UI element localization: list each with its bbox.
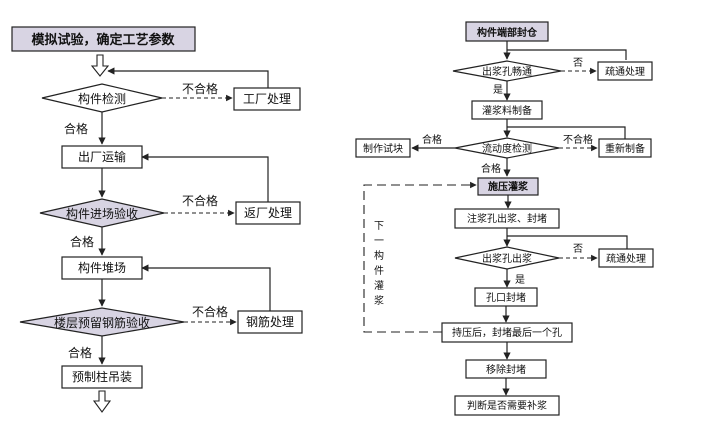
fail-label-2: 不合格 [182,193,218,208]
remove-text: 移除封堵 [486,363,526,376]
fail-label-1: 不合格 [182,81,218,96]
next-component-loop [363,181,477,333]
no-label-d1: 否 [573,57,583,69]
return-handle-text: 返厂处理 [244,206,292,220]
left-flowchart: 模拟试验，确定工艺参数 构件检测 不合格 工厂处理 合格 出厂运输 构件进场验收… [11,26,303,413]
loop-d3 [507,235,628,251]
yes-label-d3: 是 [515,274,525,286]
transport-text: 出厂运输 [78,149,126,164]
rebar-handle-box [237,310,303,334]
unblock2-text: 疏通处理 [606,252,646,265]
hollow-down-arrow-bottom-icon [92,390,112,413]
decision-check2-text: 构件进场验收 [66,206,138,221]
redo-text: 重新制备 [605,142,645,155]
redo-box [598,138,652,158]
next-char-1: 下 [374,221,384,232]
right-flowchart: 构件端部封仓 出浆孔畅通 否 疏通处理 是 灌浆料制备 流动度检测 不合格 重新… [355,21,654,416]
left-title-text: 模拟试验，确定工艺参数 [31,32,175,48]
inject-text: 注浆孔出浆、封堵 [467,212,547,225]
hoist-box [61,365,143,389]
pass-label-3: 合格 [68,345,92,360]
pass-label-d2: 合格 [481,162,501,175]
right-title-text: 构件端部封仓 [477,26,538,39]
decision-d3-text: 出浆孔出浆 [482,252,532,265]
loop-back-1 [107,67,269,88]
decision-d2-text: 流动度检测 [482,142,532,155]
pass-label-2: 合格 [70,234,94,249]
seal-text: 孔口封堵 [486,291,526,304]
unblock-text: 疏通处理 [605,65,645,78]
next-char-2: 一 [374,236,384,247]
judge-text: 判断是否需要补浆 [467,399,547,412]
decision-check3-text: 楼层预留钢筋验收 [54,315,150,330]
unblock-box [597,61,653,81]
fail-label-3: 不合格 [192,304,228,319]
loop-back-2 [141,153,269,202]
pass-label-1: 合格 [64,121,88,136]
return-handle-box [235,201,301,225]
fail-label-d2: 不合格 [563,133,593,146]
rebar-handle-text: 钢筋处理 [246,314,294,329]
unblock2-box [598,248,654,268]
specimen-text: 制作试块 [363,142,403,155]
loop-d1 [507,49,627,60]
left-title-box [11,26,196,52]
next-char-3: 构 [374,249,384,262]
decision-d1-text: 出浆孔畅通 [482,65,532,78]
next-char-5: 灌 [374,280,384,292]
yes-label-d1: 是 [493,84,503,96]
factory-handle-box [233,87,301,111]
loop-d2 [507,126,626,139]
loop-back-3 [141,264,271,311]
pass-label-specimen: 合格 [422,133,442,146]
grout-prep-text: 灌浆料制备 [482,104,532,117]
specimen-box [355,138,411,158]
hoist-text: 预制柱吊装 [72,369,132,384]
decision-check1-text: 构件检测 [78,91,126,106]
pressure-text: 施压灌浆 [488,180,529,193]
factory-handle-text: 工厂处理 [243,92,291,106]
next-char-4: 件 [374,265,384,277]
hollow-down-arrow-icon [90,54,110,77]
no-label-d3: 否 [573,243,583,255]
judge-box [454,395,560,416]
stack-text: 构件堆场 [78,260,126,275]
next-char-6: 浆 [374,294,384,307]
hold-text: 持压后，封堵最后一个孔 [452,326,562,339]
